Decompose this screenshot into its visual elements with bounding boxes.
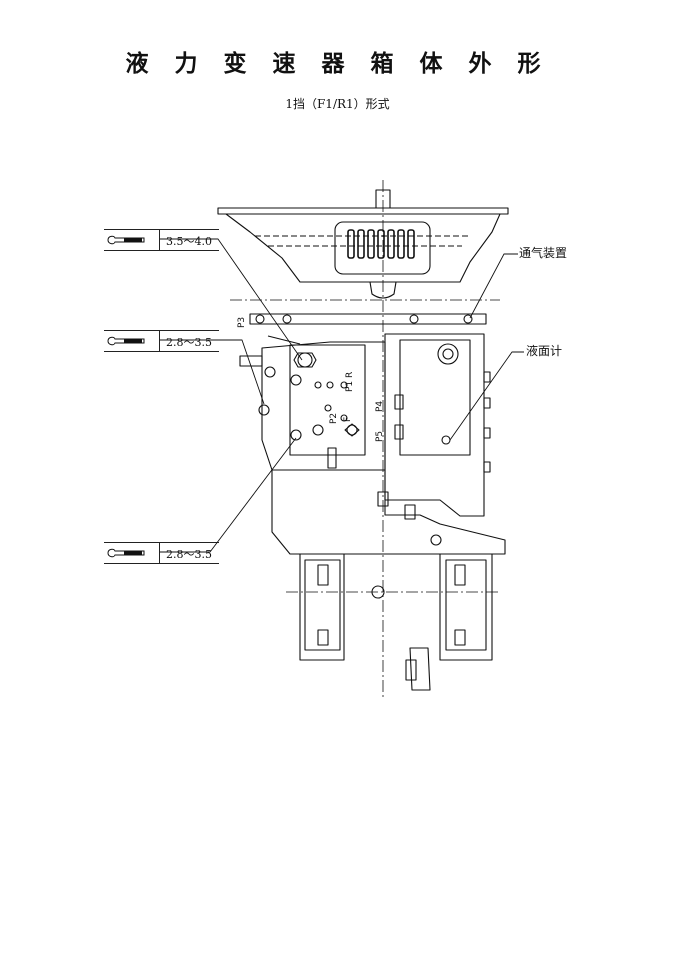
torque-spec-2: 2.8〜3.5	[104, 330, 219, 352]
port-label-p5: P5	[375, 431, 385, 442]
torque-value: 2.8〜3.5	[166, 336, 212, 349]
torque-value: 2.8〜3.5	[166, 548, 212, 561]
case-lower-body	[271, 469, 506, 555]
wrench-icon	[107, 548, 145, 558]
wrench-icon	[107, 336, 145, 346]
page-subtitle: 1挡（F1/R1）形式	[285, 97, 390, 111]
port-label-p2: P2	[329, 413, 339, 424]
level-gauge-label: 液面计	[526, 344, 563, 358]
port-label-p4: P4	[375, 401, 385, 412]
port-label-f: F	[343, 417, 353, 422]
pump-cover	[334, 221, 431, 275]
wrench-icon	[107, 235, 145, 245]
torque-spec-3: 2.8〜3.5	[104, 542, 219, 564]
output-housing-left	[299, 553, 345, 661]
breather-label: 通气装置	[519, 246, 568, 260]
bell-housing-flange	[217, 207, 509, 215]
torque-value: 3.5〜4.0	[166, 235, 212, 248]
port-label-p3: P3	[237, 317, 247, 328]
page-title: 液 力 变 速 器 箱 体 外 形	[125, 51, 550, 77]
torque-spec-1: 3.5〜4.0	[104, 229, 219, 251]
bell-housing	[225, 213, 501, 283]
port-label-r: R	[345, 372, 355, 378]
output-housing-right	[439, 553, 493, 661]
port-label-p1: P1	[345, 381, 355, 392]
case-flange	[249, 313, 487, 325]
control-valve-body	[261, 341, 386, 471]
